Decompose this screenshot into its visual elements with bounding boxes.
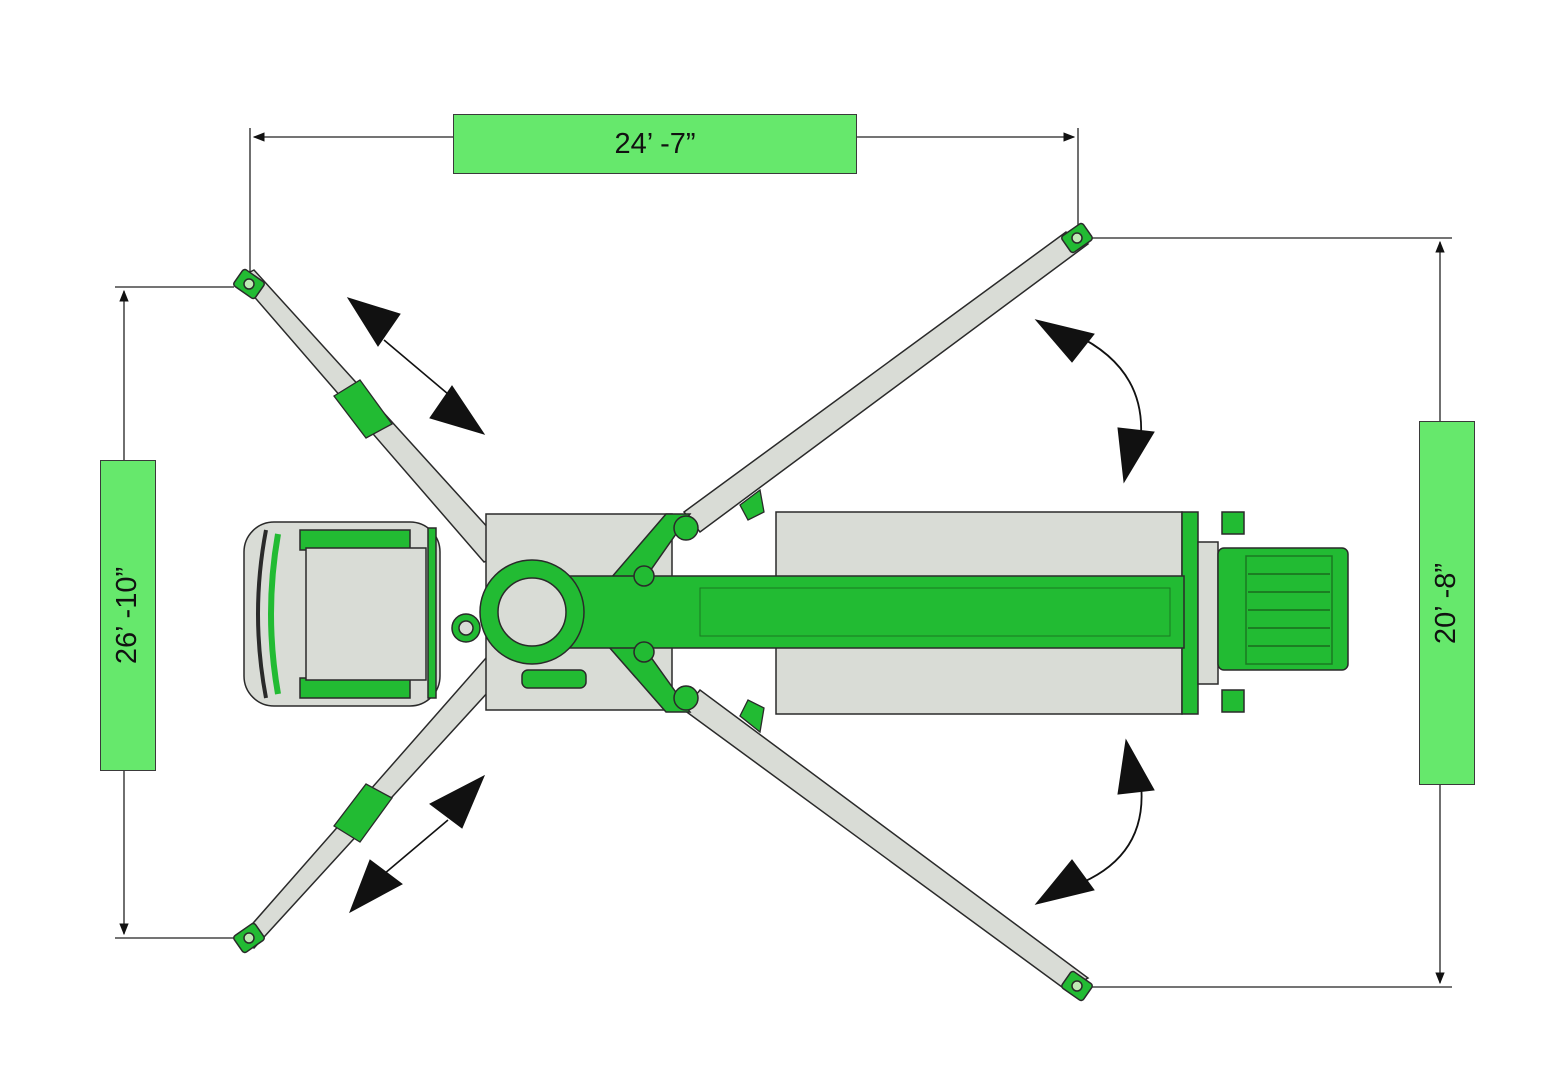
dimension-text-right: 20’ -8” bbox=[1430, 562, 1463, 644]
arrow-head bbox=[1034, 319, 1095, 363]
pad-upper-right bbox=[1061, 222, 1093, 254]
arrow-head bbox=[349, 859, 403, 914]
arrow-head bbox=[1117, 738, 1155, 795]
arrow-head bbox=[429, 774, 486, 829]
outrigger-leg-upper-right bbox=[682, 231, 1090, 534]
turret-and-boom bbox=[451, 513, 1349, 713]
arrow-head bbox=[1117, 427, 1155, 484]
arrow-head bbox=[1034, 859, 1095, 905]
pad-lower-right bbox=[1061, 970, 1093, 1002]
pad-upper-left bbox=[233, 268, 265, 300]
outrigger-sleeves bbox=[333, 379, 765, 843]
dimension-text-left: 26’ -10” bbox=[111, 566, 144, 665]
dimension-text-width: 24’ -7” bbox=[614, 127, 696, 160]
dimension-label-right: 20’ -8” bbox=[1419, 421, 1475, 785]
dimension-label-width: 24’ -7” bbox=[453, 114, 857, 174]
motion-arrows bbox=[346, 297, 1155, 914]
outrigger-leg-lower-right bbox=[682, 688, 1090, 991]
dimension-label-left: 26’ -10” bbox=[100, 460, 156, 771]
pad-lower-left bbox=[233, 922, 265, 954]
outrigger-pads bbox=[233, 222, 1093, 1002]
arrow-head bbox=[429, 385, 486, 435]
dimension-lines bbox=[115, 128, 1452, 988]
arrow-head bbox=[346, 297, 401, 347]
